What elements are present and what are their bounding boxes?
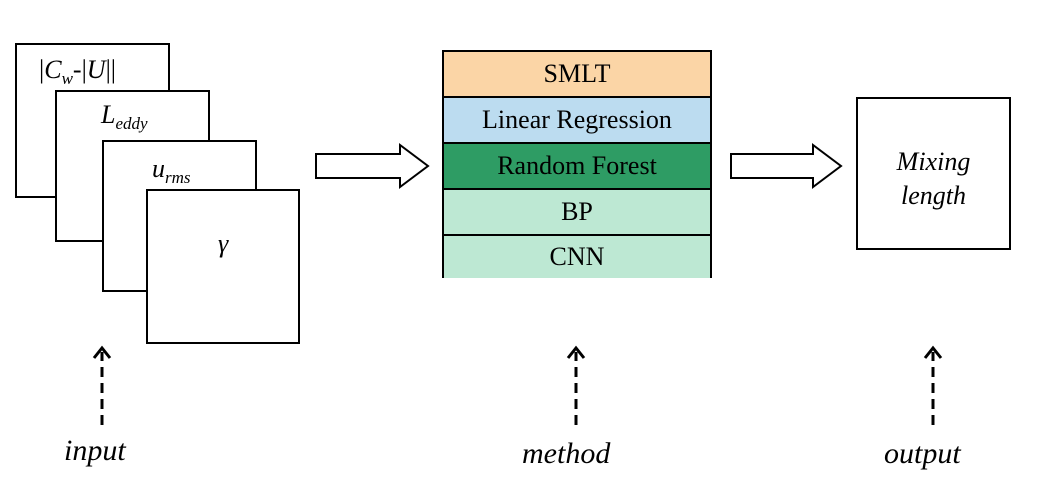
output-dashed-arrow-icon [923,345,943,425]
output-label-line1: Mixing [896,147,971,176]
input-card-l-eddy-label: Leddy [101,100,148,133]
input-card-cw-u-label: |Cw-|U|| [39,55,116,88]
method-layer-smlt: SMLT [444,52,710,98]
input-to-method-arrow-icon [315,143,430,189]
output-label-line2: length [901,181,966,210]
caption-output: output [884,437,961,470]
input-card-u-rms-label: urms [152,154,191,187]
method-dashed-arrow-icon [566,345,586,425]
method-layer-bp: BP [444,190,710,236]
method-layer-random-forest: Random Forest [444,144,710,190]
method-stack: SMLT Linear Regression Random Forest BP … [442,50,712,278]
caption-input: input [64,434,126,467]
caption-method: method [522,437,611,470]
output-box: Mixing length [856,97,1011,250]
input-card-gamma: γ [146,189,300,344]
method-layer-linear-regression: Linear Regression [444,98,710,144]
input-dashed-arrow-icon [92,345,112,425]
input-card-gamma-label: γ [218,229,229,258]
method-to-output-arrow-icon [730,143,843,189]
method-layer-cnn: CNN [444,236,710,278]
